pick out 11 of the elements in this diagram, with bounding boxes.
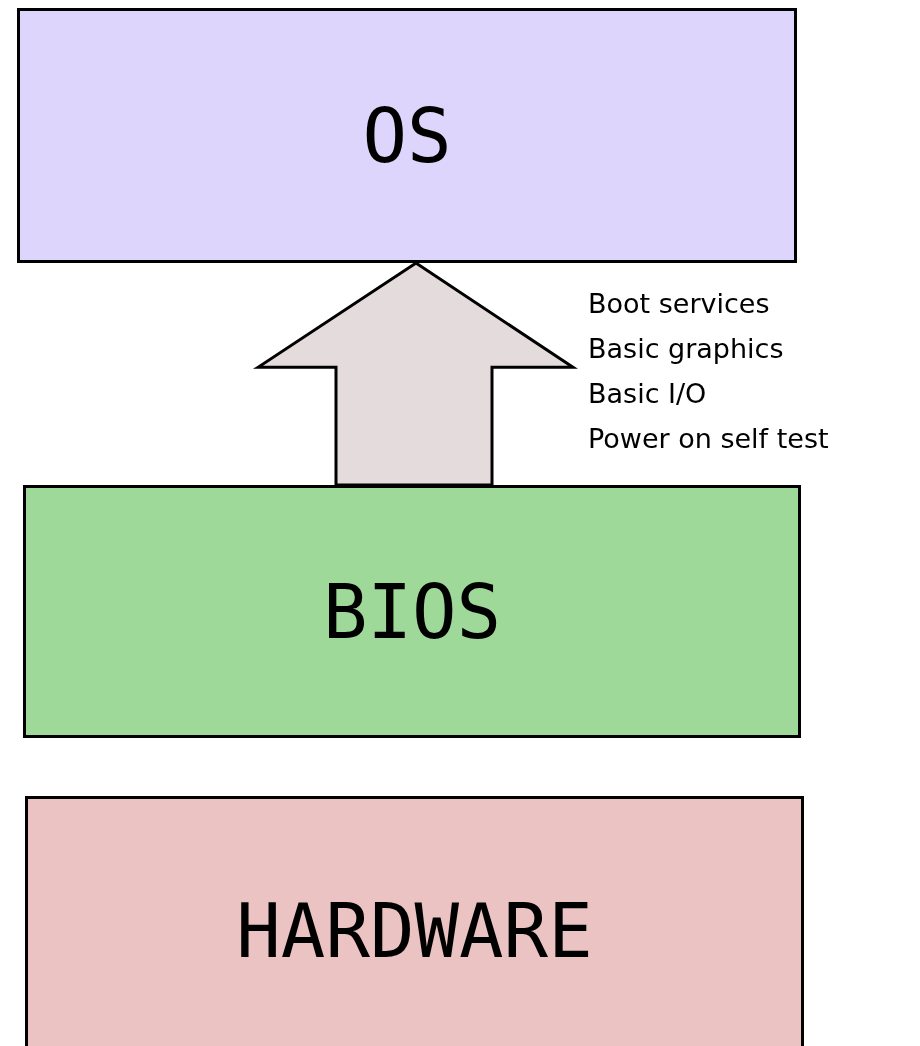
feature-label: Power on self test	[588, 423, 829, 455]
feature-label: Basic I/O	[588, 378, 707, 410]
layer-label: BIOS	[322, 568, 502, 655]
block-arrow	[253, 261, 578, 487]
feature-label: Basic graphics	[588, 333, 784, 365]
layer-box	[25, 796, 804, 1046]
layer-box	[17, 8, 797, 263]
layer-label: HARDWARE	[236, 888, 593, 974]
feature-label: Boot services	[588, 288, 770, 320]
layer-box	[23, 485, 801, 738]
layer-label: OS	[362, 92, 452, 179]
